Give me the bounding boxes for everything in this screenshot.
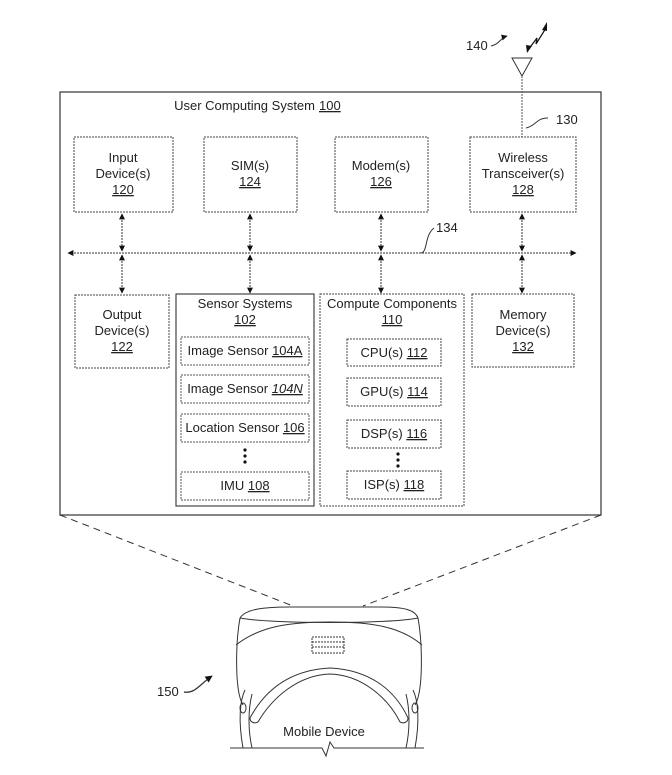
modems-ref: 126 (370, 174, 392, 189)
user-computing-system-box (59, 91, 602, 516)
sensor-item-label: Image Sensor (187, 381, 272, 396)
headset-icon (235, 606, 423, 749)
modems-label: Modem(s) (352, 158, 411, 173)
ellipsis-icon (243, 448, 247, 464)
output-devices-label-1: Output (102, 307, 141, 322)
compute-item-ref: 116 (406, 426, 427, 441)
sensor-item-ref: 106 (283, 420, 305, 435)
callout-140: 140 (466, 38, 488, 53)
svg-text:ISP(s) 118: ISP(s) 118 (364, 477, 424, 492)
compute-item-label: DSP(s) (361, 426, 407, 441)
sims-label: SIM(s) (231, 158, 269, 173)
sensor-item-ref: 104A (272, 343, 303, 358)
input-devices-ref: 120 (112, 182, 134, 197)
callout-150-leader (183, 675, 213, 693)
sensor-item: Location Sensor 106 (180, 413, 310, 443)
callout-140-leader (490, 34, 508, 47)
sensor-item: IMU 108 (180, 471, 310, 501)
svg-text:DSP(s) 116: DSP(s) 116 (361, 426, 427, 441)
compute-item-ref: 118 (404, 477, 425, 492)
output-devices-ref: 122 (111, 339, 133, 354)
callout-134-leader (420, 227, 435, 254)
ellipsis-icon (396, 452, 400, 468)
svg-text:Image Sensor 104A: Image Sensor 104A (188, 343, 303, 358)
input-devices-label-2: Device(s) (96, 166, 151, 181)
wireless-transceivers-ref: 128 (512, 182, 534, 197)
compute-item: DSP(s) 116 (346, 419, 442, 449)
output-devices-label-2: Device(s) (95, 323, 150, 338)
input-devices-label-1: Input (109, 150, 138, 165)
sensor-systems-ref: 102 (234, 312, 256, 327)
wireless-transceivers-label-2: Transceiver(s) (482, 166, 565, 181)
memory-devices-box (471, 293, 575, 368)
mobile-device-baseline (230, 740, 424, 758)
sensor-item-label: Location Sensor (185, 420, 283, 435)
bus-connectors (119, 213, 525, 294)
sensor-item-label: Image Sensor (188, 343, 273, 358)
antenna-icon (511, 57, 533, 137)
sims-box (203, 136, 298, 213)
callout-130: 130 (556, 112, 578, 127)
svg-text:Image Sensor 104N: Image Sensor 104N (187, 381, 303, 396)
compute-components-title: Compute Components (327, 296, 458, 311)
output-devices-box (74, 294, 170, 369)
callout-130-leader (525, 117, 549, 129)
compute-item: ISP(s) 118 (346, 470, 442, 500)
sensor-item: Image Sensor 104N (180, 374, 310, 404)
wireless-transceivers-label-1: Wireless (498, 150, 548, 165)
system-title: User Computing System (174, 98, 315, 113)
svg-text:IMU 108: IMU 108 (220, 478, 269, 493)
wireless-transceivers-box (469, 136, 577, 213)
compute-item-label: GPU(s) (360, 384, 407, 399)
compute-item-ref: 112 (407, 345, 428, 360)
memory-devices-label-1: Memory (500, 307, 547, 322)
compute-item: CPU(s) 112 (346, 338, 442, 367)
mobile-device-label: Mobile Device (283, 724, 365, 739)
svg-text:GPU(s) 114: GPU(s) 114 (360, 384, 428, 399)
wireless-signal-icon (526, 22, 547, 53)
memory-devices-ref: 132 (512, 339, 534, 354)
projection-lines (59, 514, 602, 607)
compute-item-label: ISP(s) (364, 477, 404, 492)
system-ref: 100 (319, 98, 341, 113)
compute-item-label: CPU(s) (361, 345, 407, 360)
sensor-systems-title: Sensor Systems (198, 296, 293, 311)
svg-text:Location Sensor 106: Location Sensor 106 (185, 420, 304, 435)
sensor-item-label: IMU (220, 478, 247, 493)
compute-components-ref: 110 (382, 312, 403, 327)
sensor-item: Image Sensor 104A (180, 336, 310, 366)
sensor-item-ref: 104N (272, 381, 304, 396)
callout-150: 150 (157, 684, 179, 699)
sensor-item-ref: 108 (248, 478, 270, 493)
sims-ref: 124 (239, 174, 261, 189)
compute-item-ref: 114 (407, 384, 428, 399)
compute-item: GPU(s) 114 (346, 377, 442, 407)
callout-134: 134 (436, 220, 458, 235)
svg-text:CPU(s) 112: CPU(s) 112 (361, 345, 428, 360)
memory-devices-label-2: Device(s) (496, 323, 551, 338)
input-devices-box (73, 136, 174, 213)
modems-box (334, 136, 429, 213)
